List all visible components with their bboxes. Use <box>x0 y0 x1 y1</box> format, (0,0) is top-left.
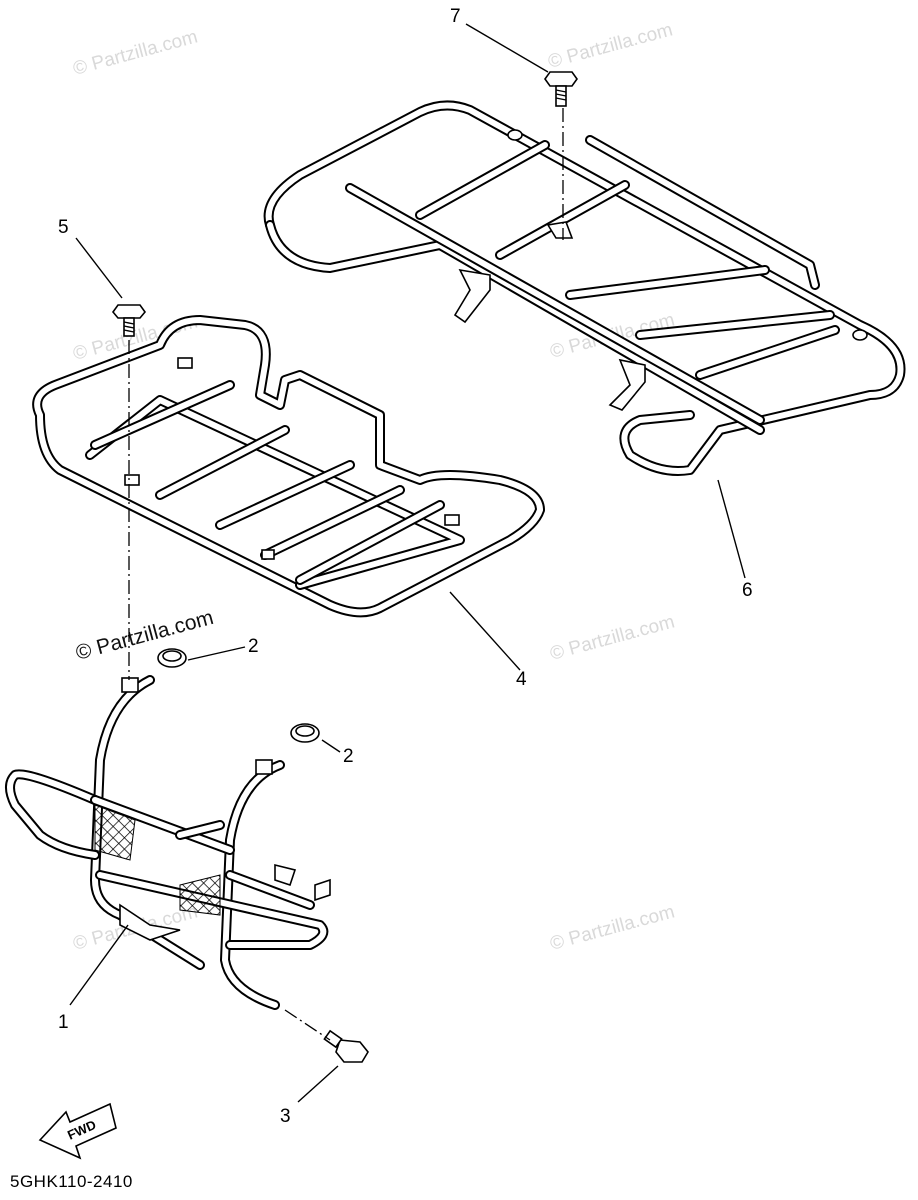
leader-line <box>465 23 549 73</box>
diagram-code: 5GHK110-2410 <box>10 1172 133 1191</box>
watermark: © Partzilla.com <box>548 901 677 954</box>
leader-line <box>187 646 246 661</box>
watermark: © Partzilla.com <box>71 26 200 79</box>
bolt <box>323 1029 369 1063</box>
callout-6: 6 <box>742 580 753 601</box>
callout-7: 7 <box>450 6 461 27</box>
callout-5: 5 <box>58 217 69 238</box>
leader-line <box>717 479 746 579</box>
watermark: © Partzilla.com <box>546 19 675 72</box>
leader-line <box>297 1065 339 1103</box>
grommet <box>157 648 187 668</box>
leader-line <box>75 237 123 299</box>
watermark-dark: © Partzilla.com <box>73 606 216 665</box>
callout-2: 2 <box>343 746 354 767</box>
callout-3: 3 <box>280 1106 291 1127</box>
watermarks: © Partzilla.com © Partzilla.com © Partzi… <box>71 19 677 954</box>
callout-4: 4 <box>516 669 527 690</box>
rear-carrier <box>263 100 906 476</box>
leader-line <box>69 924 129 1006</box>
leader-line <box>449 591 521 671</box>
leader-line <box>321 739 341 753</box>
callout-2: 2 <box>248 636 259 657</box>
front-guard <box>5 675 331 1010</box>
callout-1: 1 <box>58 1012 69 1033</box>
watermark: © Partzilla.com <box>548 611 677 664</box>
bolt <box>111 304 147 337</box>
grommet <box>290 723 320 743</box>
fwd-arrow-icon: FWD <box>38 1102 117 1160</box>
front-carrier <box>32 315 545 618</box>
bolt <box>544 71 578 107</box>
alignment-line <box>284 1009 331 1041</box>
